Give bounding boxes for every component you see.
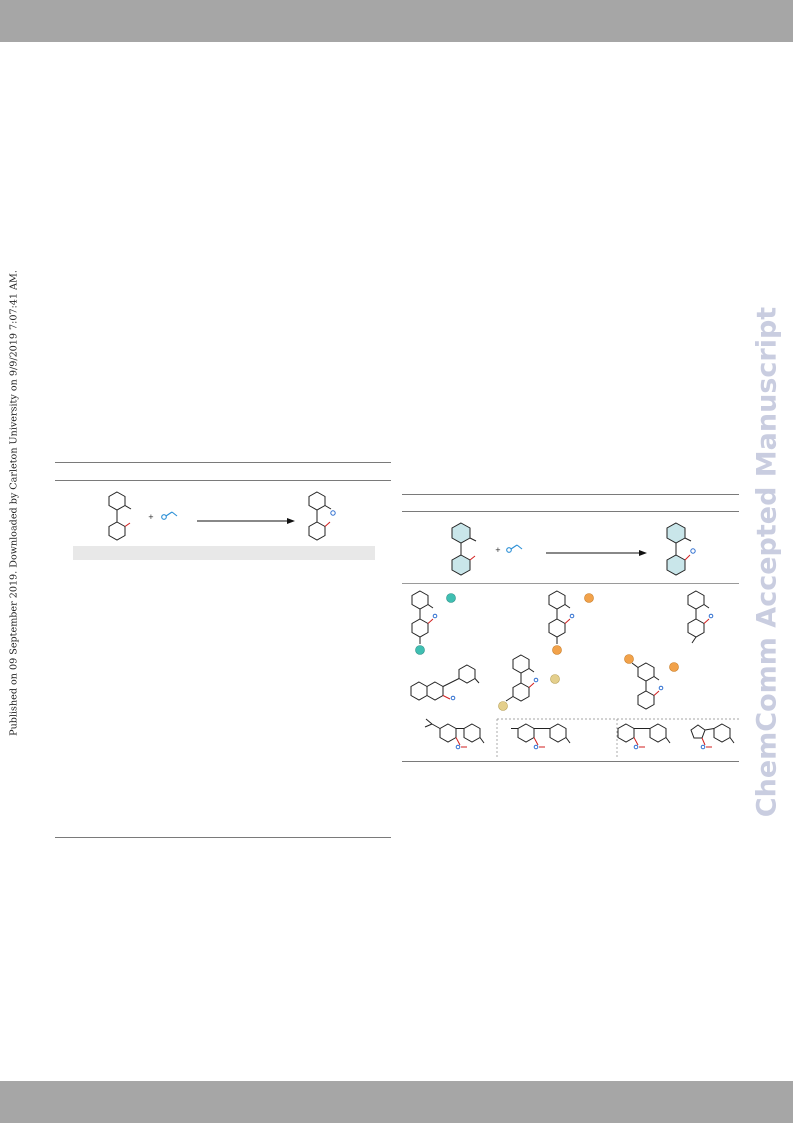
scope-marker-teal-2 xyxy=(415,645,425,655)
scope-structure-1 xyxy=(411,590,438,644)
right-product-structure xyxy=(666,522,696,576)
scope-structure-2 xyxy=(548,590,575,644)
scope-marker-tan-2 xyxy=(498,701,508,711)
publication-note-text: Published on 09 September 2019. Download… xyxy=(8,270,20,736)
scope-marker-orange-2 xyxy=(552,645,562,655)
right-substrate-scope xyxy=(410,590,739,759)
scope-structure-8 xyxy=(511,723,571,750)
left-substrate-structure xyxy=(108,491,132,541)
left-reaction-arrow xyxy=(197,518,295,524)
right-substrate-structure xyxy=(451,522,477,576)
left-table-header-rule xyxy=(55,480,391,482)
right-table-header-rule xyxy=(402,511,739,513)
scope-structure-9 xyxy=(617,723,671,750)
scope-structure-3 xyxy=(687,590,714,644)
left-plus-sign: + xyxy=(148,513,154,521)
left-reagent-structure xyxy=(161,511,178,520)
scope-marker-orange-1 xyxy=(584,593,594,603)
scope-marker-orange-3 xyxy=(624,654,634,664)
top-band xyxy=(0,0,793,42)
left-table-bottom-rule xyxy=(55,837,391,839)
right-reagent-structure xyxy=(506,544,523,553)
scope-structure-4 xyxy=(410,664,480,701)
left-reaction-scheme: + xyxy=(73,491,375,560)
scope-marker-orange-4 xyxy=(669,662,679,672)
left-table-column-header-band xyxy=(73,546,375,560)
scope-structure-5 xyxy=(505,654,539,702)
right-table-bottom-rule xyxy=(402,761,739,763)
right-reaction-arrow xyxy=(546,550,647,556)
scope-structure-7 xyxy=(424,718,485,750)
right-reaction-scheme: + xyxy=(451,522,696,576)
left-table-top-rule xyxy=(55,462,391,464)
bottom-band xyxy=(0,1081,793,1123)
watermark-text: ChemComm Accepted Manuscript xyxy=(751,306,783,818)
right-scheme-divider xyxy=(402,583,739,584)
right-table-top-rule xyxy=(402,494,739,496)
right-plus-sign: + xyxy=(495,546,501,554)
scope-marker-tan-1 xyxy=(550,674,560,684)
scope-structure-10 xyxy=(690,723,735,750)
scope-marker-teal-1 xyxy=(446,593,456,603)
scope-structure-6 xyxy=(631,662,664,710)
left-product-structure xyxy=(308,491,336,541)
